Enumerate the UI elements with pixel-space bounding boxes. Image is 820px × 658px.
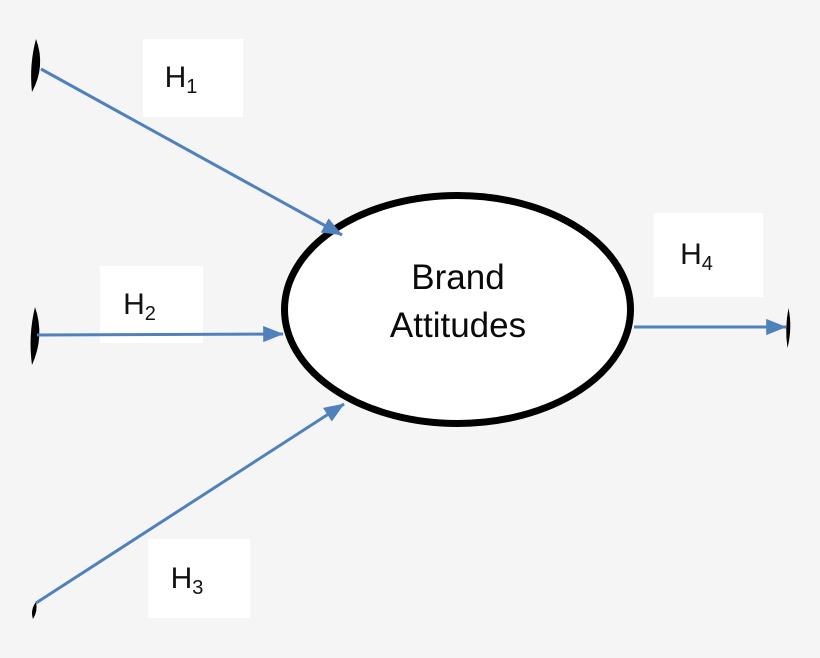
source-node-sliver-top-left: [31, 39, 41, 92]
h4-label: H4: [654, 213, 763, 297]
h3-label: H3: [148, 539, 250, 618]
ellipse-label-line2: Attitudes: [389, 306, 527, 345]
h1-label-text: H1: [164, 61, 198, 98]
h4-label-text: H4: [680, 238, 713, 275]
h3-label-text: H3: [170, 561, 204, 599]
source-node-sliver-mid-left: [30, 307, 40, 365]
h1-label: H1: [143, 39, 243, 117]
ellipse-label: Brand Attitudes: [390, 254, 526, 350]
h2-label: H2: [100, 266, 203, 343]
target-node-sliver-right: [786, 308, 791, 348]
ellipse-label-line1: Brand: [411, 258, 505, 297]
source-node-sliver-bottom-left: [32, 602, 37, 619]
h2-label-text: H2: [123, 287, 156, 325]
